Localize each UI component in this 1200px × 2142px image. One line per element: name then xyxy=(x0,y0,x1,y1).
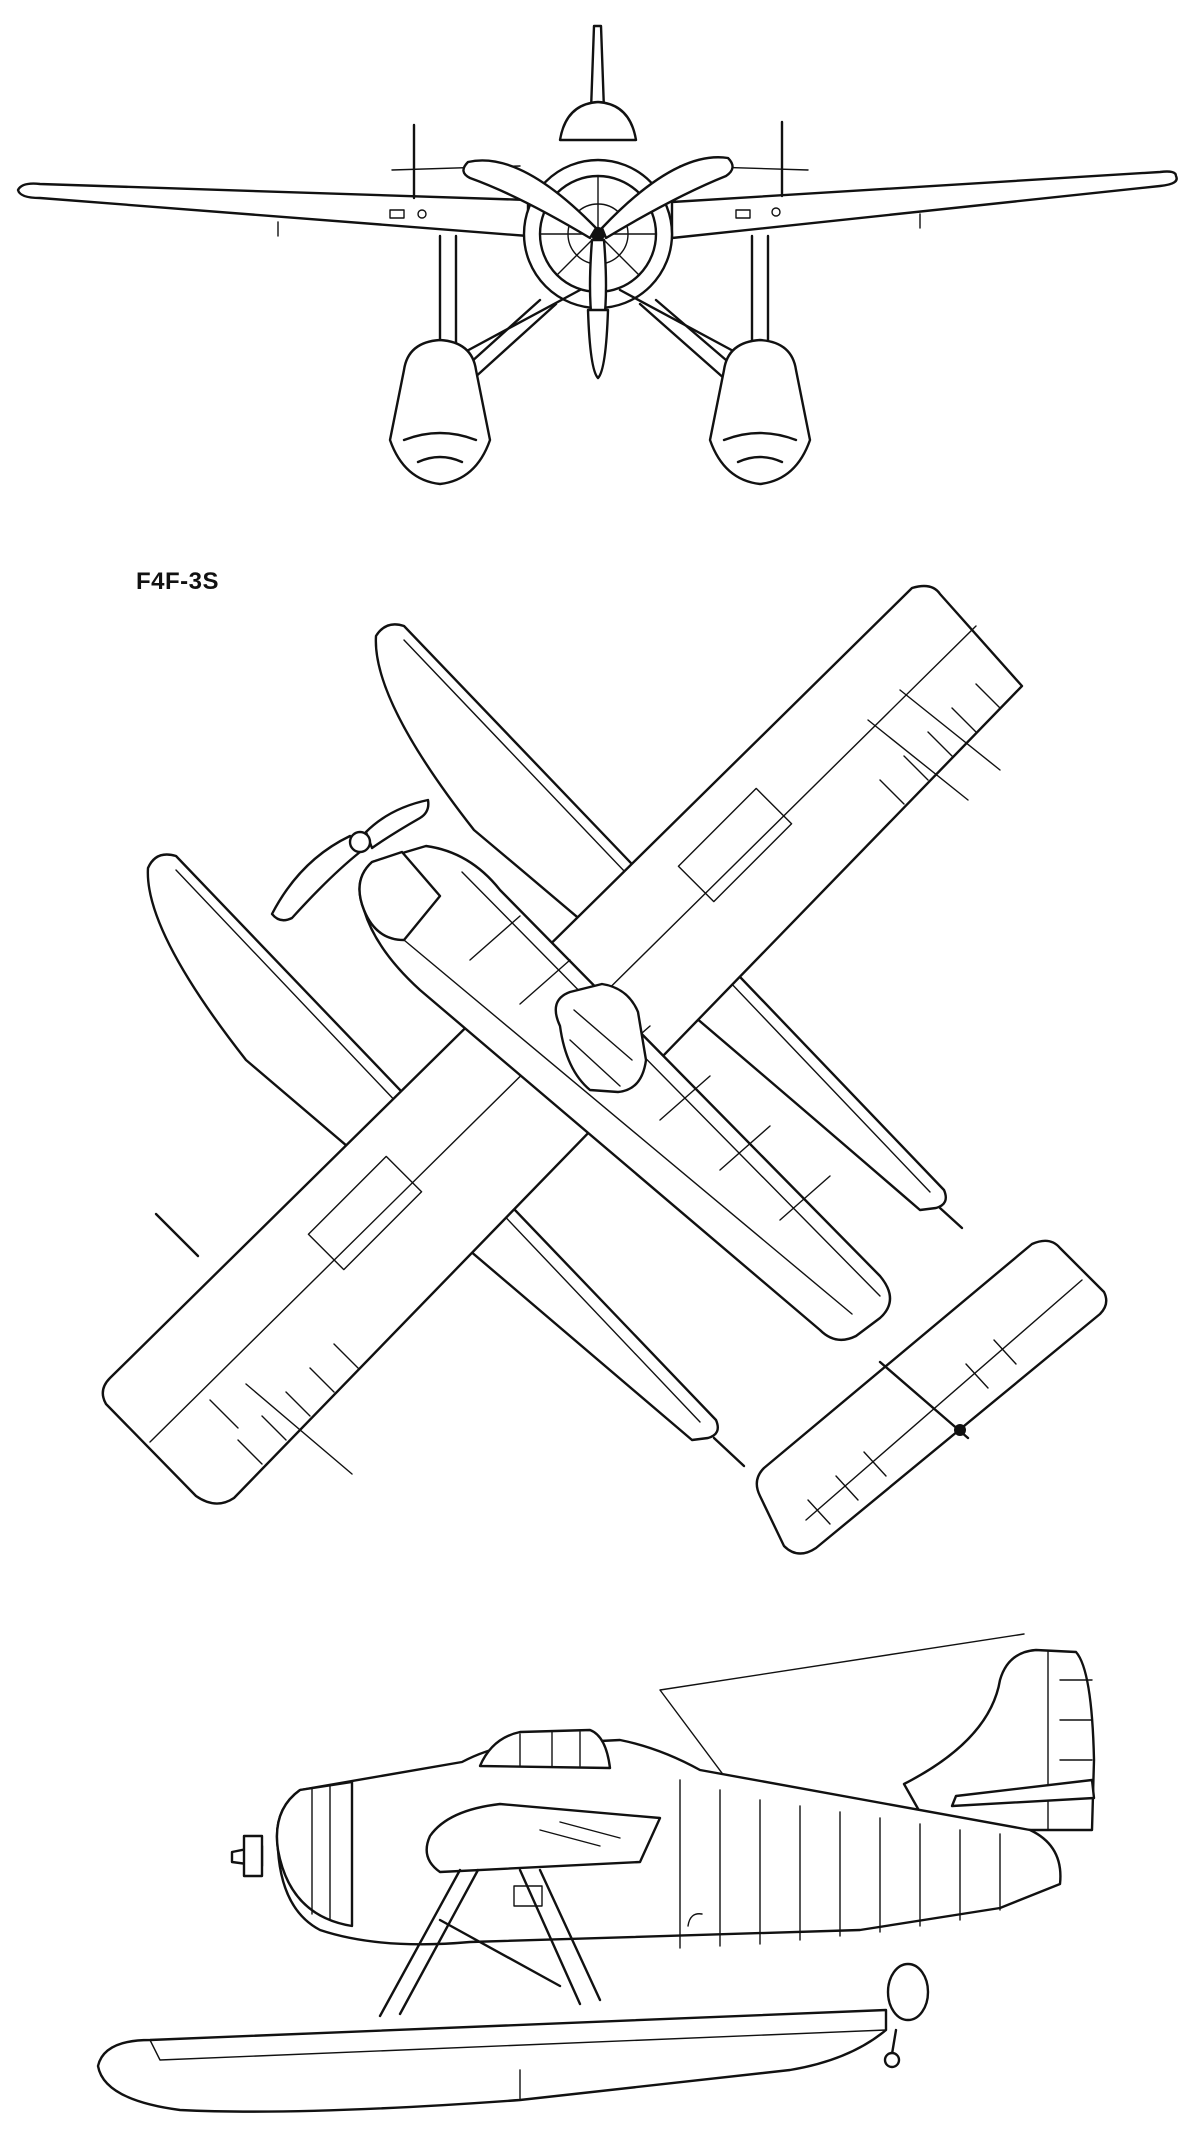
front-propeller-blade-b xyxy=(600,156,734,240)
front-ventral-fin xyxy=(586,308,610,380)
top-canopy xyxy=(554,982,648,1094)
front-view xyxy=(16,24,1178,486)
top-view xyxy=(101,584,1108,1555)
side-wing xyxy=(425,1802,662,1874)
front-float-right xyxy=(708,338,812,486)
elevator-hatching xyxy=(807,1339,1017,1525)
top-propeller xyxy=(270,834,362,922)
front-canopy xyxy=(558,100,638,142)
designation-label: F4F-3S xyxy=(136,568,220,595)
side-float xyxy=(96,2008,888,2113)
top-tailplane xyxy=(755,1239,1108,1555)
side-tailplane xyxy=(950,1778,1096,1808)
top-cowling xyxy=(358,850,442,942)
front-strut-right-a xyxy=(750,234,770,362)
front-right-wing xyxy=(670,170,1178,240)
front-float-left xyxy=(388,338,492,486)
side-fuselage xyxy=(275,1738,1062,1946)
side-strut-rear xyxy=(518,1868,602,2006)
front-fin xyxy=(589,24,606,112)
wing-flap-right xyxy=(879,683,1001,805)
wing-flap-left xyxy=(237,1343,359,1465)
side-water-rudder xyxy=(886,1962,930,2022)
front-left-wing xyxy=(16,182,530,238)
side-strut-front xyxy=(378,1868,480,2018)
side-canopy xyxy=(478,1728,612,1770)
front-propeller-blade-a xyxy=(462,159,598,240)
side-fuselage-frames xyxy=(679,1779,1001,1949)
side-view xyxy=(96,1633,1096,2113)
side-cowling xyxy=(275,1780,354,1928)
